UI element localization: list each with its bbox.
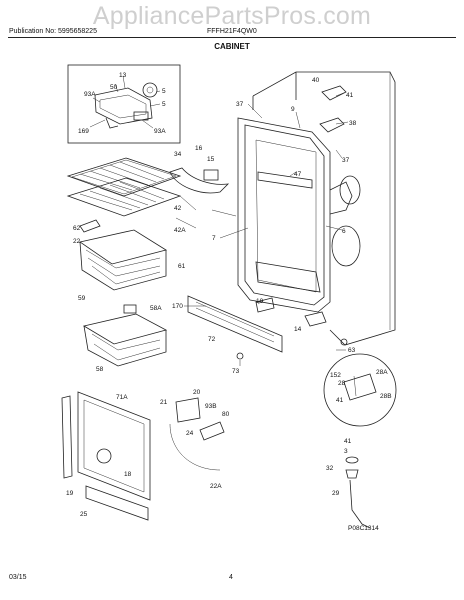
callout-24: 24 xyxy=(186,430,194,437)
callout-62: 62 xyxy=(73,225,81,232)
callout-15: 15 xyxy=(207,156,215,163)
callout-3: 3 xyxy=(344,448,348,455)
callout-18: 18 xyxy=(124,471,132,478)
watermark: AppliancePartsPros.com xyxy=(92,2,372,30)
callout-42: 42 xyxy=(174,205,182,212)
door-handle xyxy=(169,167,230,194)
callout-50: 50 xyxy=(110,84,118,91)
inset-fan-bracket xyxy=(67,64,181,144)
callout-32: 32 xyxy=(326,465,334,472)
callout-13: 13 xyxy=(119,72,127,79)
callout-152: 152 xyxy=(330,372,341,379)
diagram-code: P08C1314 xyxy=(348,525,379,532)
callout-19: 19 xyxy=(66,490,74,497)
section-title: CABINET xyxy=(214,42,250,51)
callout-41-top: 41 xyxy=(346,92,354,99)
callout-47: 47 xyxy=(294,171,302,178)
lower-basket xyxy=(82,304,168,367)
header-divider xyxy=(8,37,456,38)
callout-73: 73 xyxy=(232,368,240,375)
callout-37-top: 37 xyxy=(236,101,244,108)
callout-71a: 71A xyxy=(116,394,128,401)
callout-6: 6 xyxy=(342,228,346,235)
callout-93b: 93B xyxy=(205,403,217,410)
callout-16: 16 xyxy=(195,145,203,152)
callout-42a: 42A xyxy=(174,227,186,234)
callout-5-top: 5 xyxy=(162,88,166,95)
callout-14: 14 xyxy=(294,326,302,333)
callout-41-drain: 41 xyxy=(344,438,352,445)
callout-25: 25 xyxy=(80,511,88,518)
drain-tube xyxy=(345,456,371,529)
callout-169: 169 xyxy=(78,128,89,135)
callout-41-detail: 41 xyxy=(336,397,344,404)
callout-38: 38 xyxy=(349,120,357,127)
callout-7: 7 xyxy=(212,235,216,242)
footer-date: 03/15 xyxy=(9,574,27,581)
storage-basket xyxy=(79,219,168,291)
callout-20: 20 xyxy=(193,389,201,396)
callout-58: 58 xyxy=(96,366,104,373)
model-number: FFFH21F4QW0 xyxy=(207,28,257,35)
leader-lines xyxy=(184,91,349,366)
rear-panel xyxy=(61,391,225,521)
callout-34: 34 xyxy=(174,151,182,158)
callout-63: 63 xyxy=(348,347,356,354)
publication-number: Publication No: 5995658225 xyxy=(9,28,97,35)
callout-21: 21 xyxy=(160,399,168,406)
callout-29: 29 xyxy=(332,490,340,497)
callout-72: 72 xyxy=(208,336,216,343)
callout-61: 61 xyxy=(178,263,186,270)
callout-9: 9 xyxy=(291,106,295,113)
wire-shelves xyxy=(66,157,197,229)
callout-5-bottom: 5 xyxy=(162,101,166,108)
toe-grille xyxy=(187,295,283,360)
callout-28b: 28B xyxy=(380,393,392,400)
callout-59: 59 xyxy=(78,295,86,302)
cabinet-shell xyxy=(237,71,396,346)
callout-22a: 22A xyxy=(210,483,222,490)
page-number: 4 xyxy=(229,574,233,581)
hinge-detail xyxy=(323,353,397,427)
callout-93a: 93A xyxy=(84,91,96,98)
callout-22: 22 xyxy=(73,238,81,245)
callout-10: 10 xyxy=(256,298,264,305)
callout-40: 40 xyxy=(312,77,320,84)
callout-93a-lower: 93A xyxy=(154,128,166,135)
callout-28a: 28A xyxy=(376,369,388,376)
callout-170: 170 xyxy=(172,303,183,310)
callout-28: 28 xyxy=(338,380,346,387)
callout-80: 80 xyxy=(222,411,230,418)
callout-37-right: 37 xyxy=(342,157,350,164)
callout-58a: 58A xyxy=(150,305,162,312)
